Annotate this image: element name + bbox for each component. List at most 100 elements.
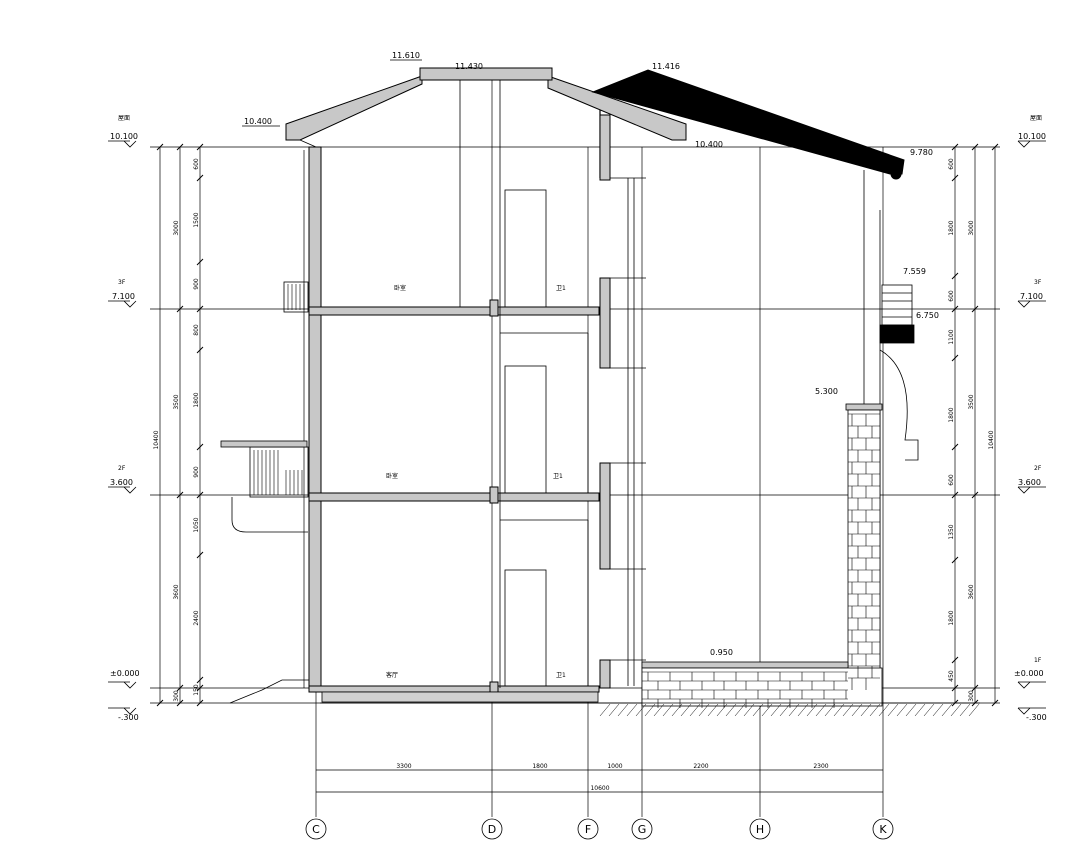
right-ground-level: -.300 [1026,713,1047,722]
left-inner-dim-8: 2400 [193,610,200,625]
roof-slab-left [285,75,423,141]
right-inner-dim-4: 1100 [948,329,955,344]
left-dimension-ticks [156,143,204,707]
right-inner-dim-5: 1800 [948,407,955,422]
right-inner-dim-9: 450 [948,670,955,682]
axis-label-d: D [488,823,496,836]
left-2f-tag: 2F [118,465,126,472]
bottom-dim-5: 2300 [813,763,828,770]
room-labels: 卧室 卫1 卧室 卫1 客厅 卫1 [386,284,566,679]
left-total-dim: 10400 [153,430,160,449]
right-3f-level: 7.100 [1020,292,1043,301]
right-roof-level: 10.100 [1018,132,1046,141]
door-3f [504,189,547,308]
wall-f-1f [599,659,611,689]
right-roof-tag: 屋面 [1030,115,1042,122]
left-inner-dim-3: 900 [193,278,200,290]
left-inner-dim-7: 1050 [193,517,200,532]
bottom-dimension-text: 3300 1800 1000 2200 2300 10600 [396,763,828,792]
left-roof-tag: 屋面 [118,115,130,122]
stone-wall [641,403,883,707]
right-dimension-ticks [951,143,999,707]
dark-roof-right [591,69,905,175]
wall-c [308,146,322,689]
stone-pattern [642,413,880,708]
left-dimension-lines [159,147,201,703]
axis-label-k: K [879,823,887,836]
slab-3f [308,306,600,316]
door-1f [504,569,547,687]
left-inner-dim-9: 150 [193,684,200,696]
elev-eave-right: 10.400 [695,140,723,149]
elev-canopy-mid: 6.750 [916,311,939,320]
elev-canopy-top: 7.559 [903,267,926,276]
left-level-labels: 屋面 10.100 3F 7.100 2F 3.600 ±0.000 -.300 [110,115,140,722]
bottom-dimension-lines [316,769,883,793]
axis-label-h: H [756,823,764,836]
right-total-dim: 10400 [988,430,995,449]
wall-f-3f [599,277,611,369]
room-label-1f: 客厅 [386,671,398,679]
right-outer-dim-2: 3500 [968,394,975,409]
left-dimension-text: 10400 3000 3500 3600 300 600 1500 900 80… [153,158,200,702]
bath-label-3f: 卫1 [556,285,566,292]
right-3f-tag: 3F [1034,279,1042,286]
bottom-dim-3: 1000 [607,763,622,770]
right-dimension-text: 10400 3000 3500 3600 300 600 1800 600 11… [948,158,995,702]
right-outer-dim-4: 300 [968,690,975,702]
structure [303,114,611,693]
balcony-2f [249,446,309,498]
axis-label-f: F [585,823,591,836]
left-outer-dim-3: 3600 [173,584,180,599]
right-canopy [879,284,919,461]
bath-label-1f: 卫1 [556,672,566,679]
left-inner-dim-2: 1500 [193,212,200,227]
left-inner-dim-5: 1800 [193,392,200,407]
left-outer-dim-4: 300 [173,690,180,702]
right-inner-dim-8: 1800 [948,610,955,625]
wall-f-2f [599,462,611,570]
balusters [253,284,305,495]
right-level-labels: 屋面 10.100 3F 7.100 2F 3.600 1F ±0.000 -.… [1014,115,1047,722]
elev-top-right: 11.416 [652,62,680,71]
right-1f-tag: 1F [1034,657,1042,664]
wall-f-upper [599,114,611,181]
elev-terrace: 0.950 [710,648,733,657]
right-inner-dim-6: 600 [948,474,955,486]
axis-lines [315,80,884,817]
left-outer-dim-2: 3500 [173,394,180,409]
left-inner-dim-4: 800 [193,324,200,336]
right-1f-level: ±0.000 [1014,669,1044,678]
axis-label-g: G [638,823,647,836]
balcony-3f [283,281,309,313]
axis-bubbles: C D F G H K [305,818,894,840]
right-inner-dim-3: 600 [948,290,955,302]
right-dimension-lines [954,147,996,703]
ground [320,691,980,704]
left-1f-level: ±0.000 [110,669,140,678]
left-outer-dim-1: 3000 [173,220,180,235]
elev-top-mid: 11.430 [455,62,483,71]
bottom-dim-1: 3300 [396,763,411,770]
slab-2f [308,492,600,502]
right-outer-dim-3: 3600 [968,584,975,599]
left-roof-level: 10.100 [110,132,138,141]
left-inner-dim-6: 900 [193,466,200,478]
left-2f-level: 3.600 [110,478,133,487]
elev-top-left: 11.610 [392,51,420,60]
right-2f-tag: 2F [1034,465,1042,472]
roof-slab-right [547,75,687,141]
bottom-dim-2: 1800 [532,763,547,770]
left-ground-level: -.300 [118,713,139,722]
axis-label-c: C [312,823,320,836]
ground-hatch [599,703,980,717]
elev-eave-left: 10.400 [244,117,272,126]
right-inner-dim-7: 1350 [948,524,955,539]
left-3f-tag: 3F [118,279,126,286]
room-label-2f: 卧室 [386,472,398,480]
right-outer-dim-1: 3000 [968,220,975,235]
right-2f-level: 3.600 [1018,478,1041,487]
elev-right-eave: 9.780 [910,148,933,157]
room-label-3f: 卧室 [394,284,406,292]
